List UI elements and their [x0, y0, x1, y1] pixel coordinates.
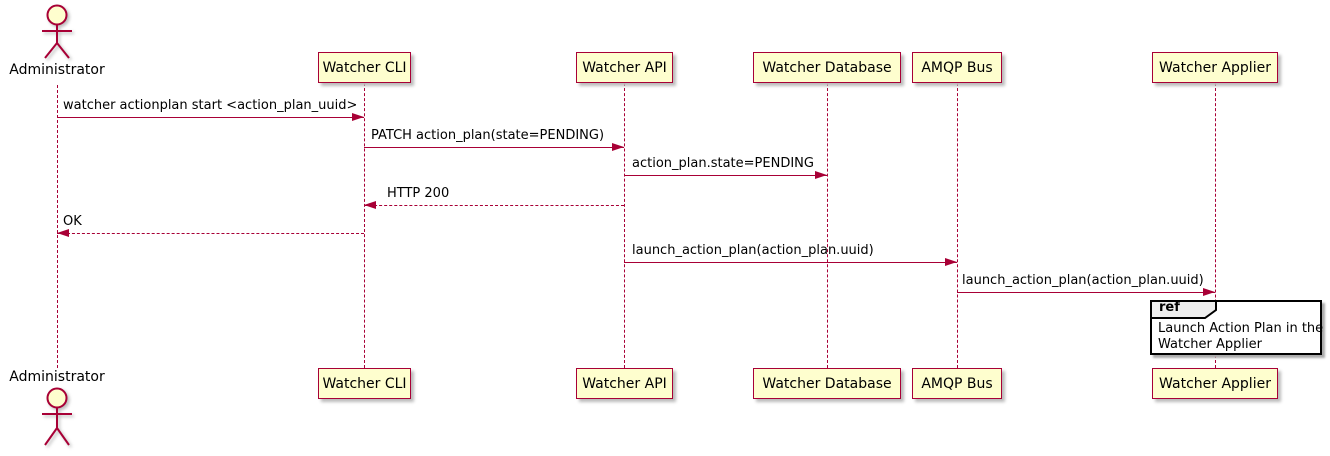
lifeline-watcher-api: [624, 83, 625, 368]
ref-tab: ref: [1150, 300, 1218, 320]
message-label: action_plan.state=PENDING: [632, 156, 814, 171]
ref-text-line-1: Launch Action Plan in the: [1158, 321, 1324, 336]
actor-icon: [42, 4, 72, 59]
participant-watcher-cli-bottom: Watcher CLI: [318, 368, 411, 399]
lifeline-amqp-bus: [957, 83, 958, 368]
message-label: HTTP 200: [387, 186, 450, 201]
ref-fragment: ref Launch Action Plan in the Watcher Ap…: [1150, 300, 1324, 355]
participant-watcher-api-top: Watcher API: [576, 52, 673, 83]
participant-watcher-applier-top: Watcher Applier: [1152, 52, 1278, 83]
arrowhead-icon: [352, 113, 364, 121]
arrowhead-icon: [57, 229, 69, 237]
ref-keyword: ref: [1159, 300, 1180, 315]
arrowhead-icon: [815, 171, 827, 179]
participant-watcher-api-bottom: Watcher API: [576, 368, 673, 399]
message-label: OK: [63, 214, 82, 229]
actor-label-bottom: Administrator: [9, 369, 105, 385]
arrowhead-icon: [1203, 288, 1215, 296]
arrowhead-icon: [612, 143, 624, 151]
message-line: [624, 175, 827, 176]
participant-amqp-bus-top: AMQP Bus: [912, 52, 1002, 83]
participant-watcher-cli-top: Watcher CLI: [318, 52, 411, 83]
message-label: launch_action_plan(action_plan.uuid): [632, 243, 874, 258]
lifeline-watcher-cli: [364, 83, 365, 368]
message-line: [57, 117, 364, 118]
message-line: [957, 292, 1215, 293]
message-label: watcher actionplan start <action_plan_uu…: [63, 98, 358, 113]
message-line: [624, 262, 957, 263]
ref-text-line-2: Watcher Applier: [1158, 337, 1262, 352]
participant-watcher-database-bottom: Watcher Database: [753, 368, 901, 399]
participant-amqp-bus-bottom: AMQP Bus: [912, 368, 1002, 399]
message-label: PATCH action_plan(state=PENDING): [371, 128, 605, 143]
lifeline-watcher-applier: [1215, 83, 1216, 368]
arrowhead-icon: [364, 201, 376, 209]
arrowhead-icon: [945, 258, 957, 266]
participant-watcher-database-top: Watcher Database: [753, 52, 901, 83]
message-line: [364, 205, 624, 206]
message-label: launch_action_plan(action_plan.uuid): [962, 273, 1204, 288]
message-line: [57, 233, 364, 234]
actor-icon-bottom: [42, 387, 72, 446]
participant-watcher-applier-bottom: Watcher Applier: [1152, 368, 1278, 399]
lifeline-watcher-database: [827, 83, 828, 368]
lifeline-administrator: [57, 85, 58, 368]
actor-label: Administrator: [9, 62, 105, 78]
message-line: [364, 147, 624, 148]
